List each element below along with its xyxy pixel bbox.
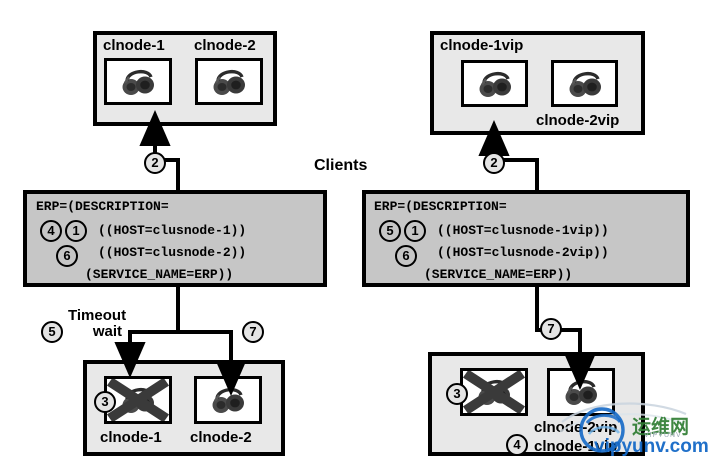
computer-icon [208,383,248,417]
clients-label: Clients [314,157,368,174]
timeout-wait-label: Timeout wait [68,308,126,340]
step-marker-2-right: 2 [483,152,505,174]
erp-left-line-2: ((HOST=clusnode-1)) [98,223,247,238]
bottom-right-label-1: clnode-2vip [534,419,618,436]
bottom-left-node-2-icon-tile[interactable] [194,376,262,424]
bottom-right-node-1-icon-tile[interactable] [460,368,528,416]
bottom-left-label-2: clnode-2 [190,429,252,446]
computer-icon [475,67,515,101]
timeout-wait-line2: wait [92,322,123,340]
bottom-right-node-2-icon-tile[interactable] [547,368,615,416]
computer-icon [565,67,605,101]
top-left-label-1: clnode-1 [103,37,165,54]
step-marker-2-left: 2 [144,152,166,174]
step-marker-6-right-erp: 6 [395,245,417,267]
erp-right-line-2: ((HOST=clusnode-1vip)) [437,223,609,238]
step-marker-4-right: 4 [506,434,528,456]
erp-left-line-4: (SERVICE_NAME=ERP)) [85,267,234,282]
timeout-wait-line1: Timeout [68,307,127,324]
computer-icon [209,65,249,99]
computer-icon [474,375,514,409]
top-right-label-1: clnode-1vip [440,37,524,54]
watermark-sub-text: VIPYUNV [644,432,682,439]
bottom-left-label-1: clnode-1 [100,429,162,446]
erp-left-line-3: ((HOST=clusnode-2)) [98,245,247,260]
top-right-label-2: clnode-2vip [536,112,620,129]
erp-right-line-3: ((HOST=clusnode-2vip)) [437,245,609,260]
erp-descriptor-right [362,190,690,287]
step-marker-7-right: 7 [540,318,562,340]
step-marker-1-right-erp: 1 [404,220,426,242]
top-left-label-2: clnode-2 [194,37,256,54]
step-marker-3-right: 3 [446,383,468,405]
erp-left-line-1: ERP=(DESCRIPTION= [36,199,169,214]
step-marker-7-left: 7 [242,321,264,343]
computer-icon [118,383,158,417]
erp-right-line-1: ERP=(DESCRIPTION= [374,199,507,214]
top-left-node-1-icon-tile[interactable] [104,58,172,105]
step-marker-6-left-erp: 6 [56,245,78,267]
computer-icon [561,375,601,409]
step-marker-5-timeout: 5 [41,321,63,343]
top-right-node-2-icon-tile[interactable] [551,60,618,107]
top-right-node-1-icon-tile[interactable] [461,60,528,107]
step-marker-3-left: 3 [94,391,116,413]
step-marker-5-right-erp: 5 [379,220,401,242]
step-marker-4-left-erp: 4 [40,220,62,242]
erp-right-line-4: (SERVICE_NAME=ERP)) [424,267,573,282]
bottom-right-label-2: clnode-1vip [534,438,618,455]
step-marker-1-left-erp: 1 [65,220,87,242]
top-left-node-2-icon-tile[interactable] [195,58,263,105]
computer-icon [118,65,158,99]
